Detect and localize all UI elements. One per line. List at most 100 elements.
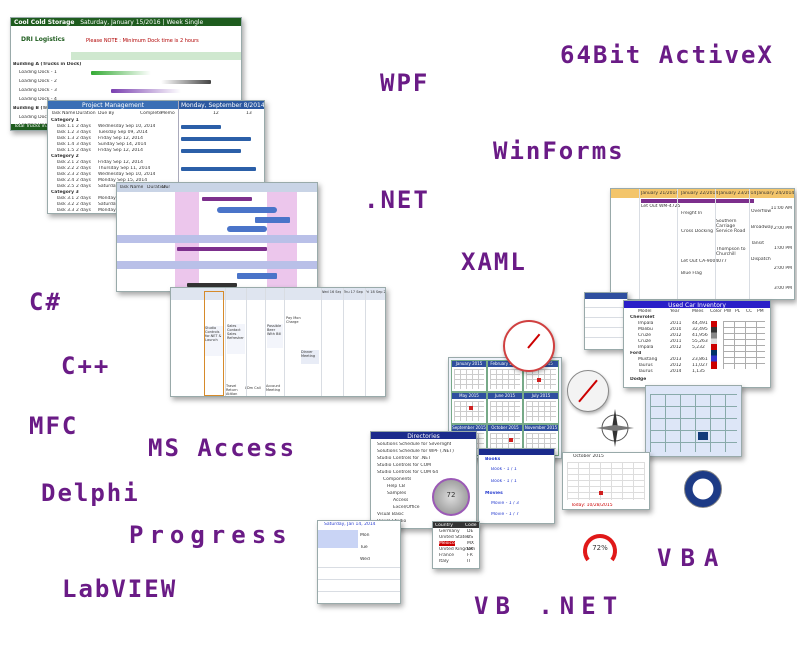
inventory-model: Cruze xyxy=(638,339,651,344)
highlight-date xyxy=(537,378,541,382)
tree-item: Excel/Office xyxy=(393,505,420,510)
form-day: Tue xyxy=(360,545,368,550)
schedule-screenshot: January 21/2014 January 22/2014 January … xyxy=(610,188,795,300)
inventory-miles: 1,135 xyxy=(692,369,705,374)
movies-heading: Movies xyxy=(485,491,503,496)
country-name[interactable]: France xyxy=(439,553,454,558)
task-name: Task 1.1 xyxy=(56,124,75,129)
country-code: UK xyxy=(467,547,474,552)
country-name[interactable]: Germany xyxy=(439,529,460,534)
tree-item: Visual Basic xyxy=(377,512,404,517)
form-row xyxy=(585,317,627,318)
task-name: Task 1.5 xyxy=(56,148,75,153)
dock-label: Loading Dock - 4 xyxy=(19,97,57,102)
inventory-col: Model xyxy=(638,309,652,314)
category-label: Category 1 xyxy=(51,118,79,123)
gantt-band xyxy=(117,261,317,269)
cold-storage-logo: DRI Logistics xyxy=(21,36,65,43)
schedule-side-row: Overflow xyxy=(751,209,772,214)
task-due: Wednesday Sep 10, 2014 xyxy=(98,172,156,177)
schedule-time: 2:00 PM xyxy=(773,266,792,271)
schedule-side-row: Broadway xyxy=(751,225,774,230)
month-title: January 2015 xyxy=(452,361,486,367)
week-divider xyxy=(265,288,266,396)
gantt-header xyxy=(117,183,317,192)
task-duration: 2 days xyxy=(76,148,91,153)
form-row xyxy=(585,327,627,328)
cold-storage-title: Cool Cold Storage xyxy=(14,19,75,26)
tree-item: Access xyxy=(393,498,409,503)
word-64bit-activex: 64Bit ActiveX xyxy=(560,41,774,69)
word-winforms: WinForms xyxy=(493,137,625,165)
inventory-year: 2010 xyxy=(670,327,682,332)
month-title: October 2015 xyxy=(488,425,522,431)
form-day: Mon xyxy=(360,533,370,538)
country-code: DE xyxy=(467,529,474,534)
inventory-miles: 5,232 xyxy=(692,345,705,350)
month-picker-grid xyxy=(567,462,645,500)
country-name[interactable]: Italy xyxy=(439,559,449,564)
country-col: Code xyxy=(465,523,477,528)
task-duration: 2 days xyxy=(76,160,91,165)
word-delphi: Delphi xyxy=(41,479,140,507)
month-calendar: February 2015 xyxy=(487,360,523,392)
schedule-divider xyxy=(749,189,750,299)
books-heading: Books xyxy=(485,457,501,462)
inventory-year: 2012 xyxy=(670,333,682,338)
knob-value: 72 xyxy=(446,491,456,499)
task-name: Task 2.3 xyxy=(56,172,75,177)
selected-date xyxy=(599,491,603,495)
week-event: Possible Beer With Bill xyxy=(267,324,283,348)
week-divider xyxy=(321,288,322,396)
inventory-group: Chevrolet xyxy=(630,315,655,320)
week-event: Studio Controls for.NET & Launch xyxy=(205,326,223,356)
schedule-item: Blue Flag xyxy=(681,271,702,276)
inventory-year: 2011 xyxy=(670,321,682,326)
task-name: Task 3.3 xyxy=(56,208,75,213)
compass-gauge xyxy=(567,370,609,412)
compass-needle xyxy=(578,379,598,403)
small-form-screenshot xyxy=(584,292,628,350)
tree-item: Studio Controls for .NET xyxy=(377,456,431,461)
schedule-item: Thompson to Churchill xyxy=(716,247,746,257)
week-divider xyxy=(284,288,285,396)
small-form-header xyxy=(585,293,627,299)
country-name[interactable]: United States xyxy=(439,535,470,540)
movie-item: Movie - 1 / 3 xyxy=(491,501,519,506)
column-header: Task Name xyxy=(51,111,76,116)
round-knob: 72 xyxy=(432,478,470,516)
tree-item: Solutions Schedule for Silverlight xyxy=(377,442,452,447)
task-bar xyxy=(181,125,221,129)
inventory-model: Mustang xyxy=(638,357,658,362)
task-name: Task 2.5 xyxy=(56,184,75,189)
today-label: Today: 10/28/2015 xyxy=(571,503,613,508)
task-due: Monday Sep 15, 2014 xyxy=(98,178,148,183)
task-name: Task 2.2 xyxy=(56,166,75,171)
task-duration: 2 days xyxy=(76,178,91,183)
inventory-miles: 55,263 xyxy=(692,339,708,344)
form-row xyxy=(585,337,627,338)
form-panel xyxy=(318,530,358,548)
inventory-group: Ford xyxy=(630,351,642,356)
schedule-item: Southern Carriage Service Road xyxy=(716,219,746,234)
form-day: Wed xyxy=(360,557,370,562)
tree-item: Samples xyxy=(387,491,407,496)
inventory-miles: 32,495 xyxy=(692,327,708,332)
cold-storage-notice: Please NOTE : Minimum Dock time is 2 hou… xyxy=(86,38,199,44)
word-vb-dotnet: VB .NET xyxy=(474,592,625,620)
month-calendar: June 2015 xyxy=(487,392,523,424)
gantt-bar xyxy=(187,283,237,287)
word-csharp: C# xyxy=(29,288,62,316)
country-name[interactable]: United Kingdom xyxy=(439,547,476,552)
schedule-time: 12:00 PM xyxy=(771,226,792,231)
inventory-col: PM xyxy=(757,309,764,314)
highlight-date xyxy=(469,406,473,410)
country-dropdown[interactable]: Country Code Germany DE United States US… xyxy=(432,521,480,569)
task-bar xyxy=(181,167,256,171)
task-duration: 3 days xyxy=(76,142,91,147)
country-name[interactable]: Mexico xyxy=(439,541,455,546)
inventory-year: 2013 xyxy=(670,357,682,362)
inventory-miles: 23,861 xyxy=(692,357,708,362)
week-day-header: Wed 16 Sep 2015 xyxy=(321,290,341,294)
media-list-screenshot: Books Book - 1 / 1 Book - 1 / 1 Movies M… xyxy=(478,448,555,524)
